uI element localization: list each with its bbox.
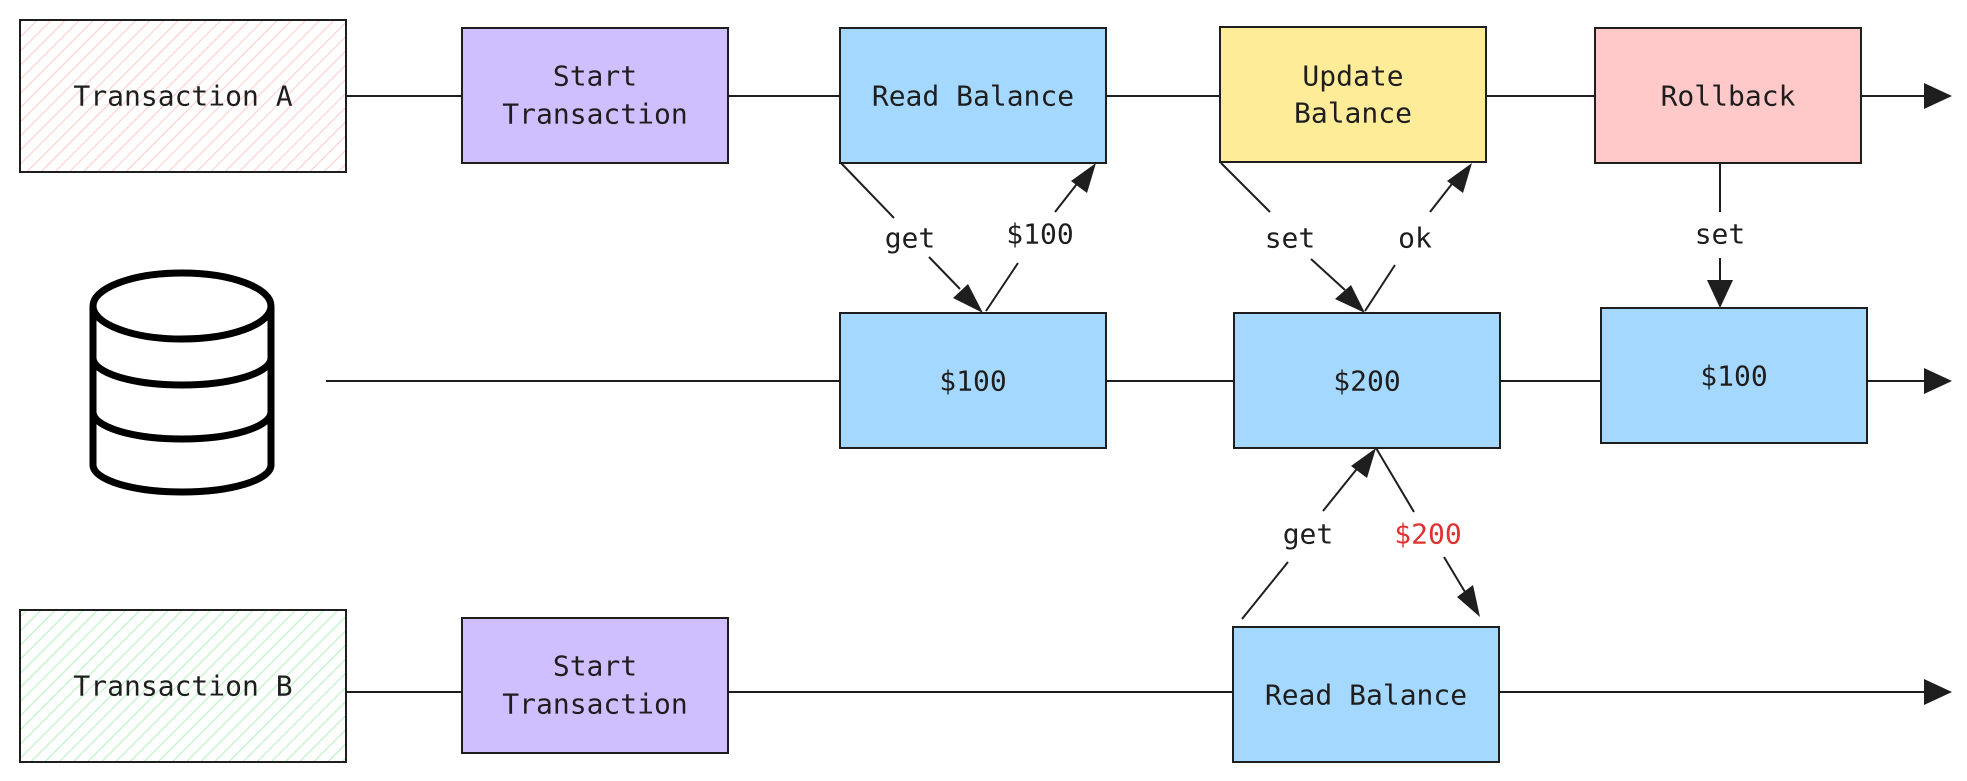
edge-b-dirty-read: $200 [1375,447,1480,617]
transaction-b-box: Transaction B [19,609,347,763]
edge-a-get: get [840,162,983,313]
lane-db-end-arrow [1924,368,1952,394]
dirty-read-value-label: $200 [1394,518,1461,551]
svg-text:ok: ok [1398,222,1432,255]
a-update-balance-box: Update Balance [1219,26,1487,163]
a-rollback-box: Rollback [1594,27,1862,164]
svg-text:Rollback: Rollback [1661,80,1796,113]
edge-a-set: set [1220,162,1365,313]
db-value-3-box: $100 [1600,307,1868,444]
svg-text:set: set [1265,222,1316,255]
lane-a-end-arrow [1924,83,1952,109]
edge-a-return-100: $100 [985,163,1096,312]
edge-a-ok: ok [1364,163,1472,312]
lane-a-lines [346,83,1952,109]
svg-text:get: get [1283,518,1334,551]
edge-b-get: get [1241,448,1376,620]
b-start-transaction-box: Start Transaction [461,617,729,754]
database-icon [89,269,275,496]
lane-b-lines [346,679,1952,705]
db-value-2-box: $200 [1233,312,1501,449]
edge-rollback-set: set [1695,163,1746,308]
svg-text:$100: $100 [1700,360,1767,393]
svg-text:Start: Start [553,60,637,93]
svg-text:Read Balance: Read Balance [1265,679,1467,712]
a-start-transaction-box: Start Transaction [461,27,729,164]
a-read-balance-box: Read Balance [839,27,1107,164]
transaction-a-label: Transaction A [73,80,292,113]
transaction-b-label: Transaction B [73,670,292,703]
svg-text:Update: Update [1302,60,1403,93]
svg-text:$200: $200 [1333,365,1400,398]
svg-text:Start: Start [553,650,637,683]
svg-text:Transaction: Transaction [502,688,687,721]
b-read-balance-box: Read Balance [1232,626,1500,763]
svg-text:$100: $100 [939,365,1006,398]
svg-text:get: get [885,222,936,255]
db-value-1-box: $100 [839,312,1107,449]
svg-text:$100: $100 [1006,218,1073,251]
transaction-a-box: Transaction A [19,19,347,173]
svg-text:Read Balance: Read Balance [872,80,1074,113]
lane-b-end-arrow [1924,679,1952,705]
svg-text:Balance: Balance [1294,97,1412,130]
svg-text:Transaction: Transaction [502,98,687,131]
svg-text:set: set [1695,218,1746,251]
lane-db-lines [326,368,1952,394]
